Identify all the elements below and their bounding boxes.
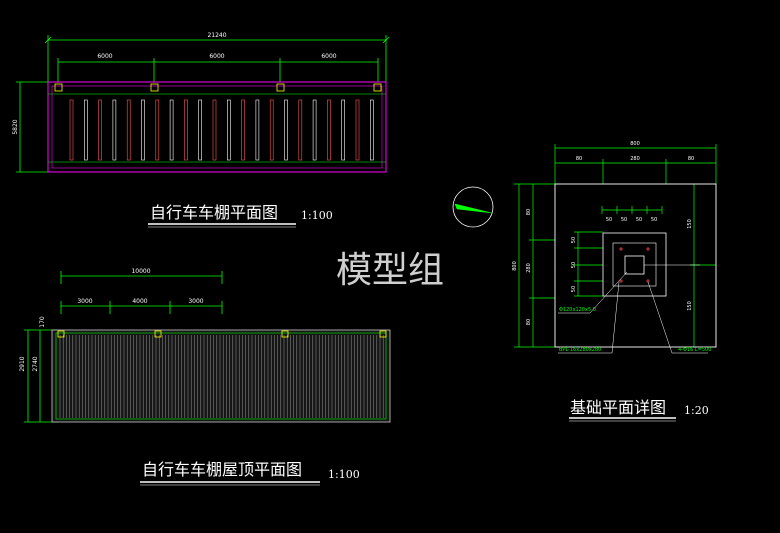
foundation-dim-inner-1: 50 — [606, 217, 612, 223]
bike-slot — [255, 99, 260, 161]
foundation-dim-anchor-2: 50 — [571, 262, 577, 268]
roof-dim-total: 10000 — [131, 268, 150, 275]
roof-title: 自行车车棚屋顶平面图 — [142, 460, 302, 479]
plan-dim-depth: 5820 — [12, 119, 19, 134]
roof-dim-bay-2: 4000 — [132, 298, 147, 305]
roof-dim-bay-3: 3000 — [188, 298, 203, 305]
bike-slots — [69, 99, 374, 161]
bike-slot — [84, 99, 88, 161]
foundation-detail: 800 80 280 80 50 50 50 50 80 280 80 800 … — [512, 141, 717, 422]
bike-shed-roof-plan: 10000 3000 4000 3000 170 2740 2910 自行车车棚… — [19, 268, 391, 486]
bike-slot — [227, 99, 231, 161]
label-steel-tube: Φ120x120x5.0 — [559, 307, 596, 313]
bike-slot — [327, 99, 331, 161]
foundation-dim-anchor-3: 50 — [571, 286, 577, 292]
foundation-dim-left-total: 800 — [512, 261, 518, 271]
plan-dim-bay-1: 6000 — [97, 53, 112, 60]
foundation-dim-top-1: 80 — [576, 156, 582, 162]
bike-slot — [112, 99, 117, 161]
foundation-scale: 1:20 — [684, 404, 709, 417]
foundation-dim-left-2: 280 — [526, 263, 532, 273]
plan-title: 自行车车棚平面图 — [150, 203, 278, 222]
bike-slot — [212, 99, 217, 161]
bike-slot — [141, 99, 145, 161]
foundation-dim-inner-4: 50 — [651, 217, 657, 223]
bike-slot — [184, 99, 188, 161]
bike-slot — [298, 99, 303, 161]
plan-dim-total: 21240 — [207, 32, 226, 39]
plan-scale: 1:100 — [301, 209, 333, 222]
foundation-dim-inner-3: 50 — [636, 217, 642, 223]
bike-slot — [169, 99, 174, 161]
foundation-dim-inner-2: 50 — [621, 217, 627, 223]
bike-slot — [198, 99, 202, 161]
foundation-dim-total: 800 — [630, 141, 640, 147]
roof-dim-depth: 2910 — [19, 356, 26, 371]
label-anchor-bolts: 4-Φ16 L=500 — [678, 347, 711, 353]
foundation-dim-left-3: 80 — [526, 319, 532, 325]
roof-scale: 1:100 — [328, 468, 360, 481]
foundation-dim-top-2: 280 — [630, 156, 640, 162]
roof-dim-inner: 2740 — [32, 356, 39, 371]
foundation-dim-right-1: 150 — [687, 219, 693, 229]
bike-slot — [126, 99, 131, 161]
watermark-text: 模型组 — [336, 250, 444, 291]
bike-slot — [155, 99, 160, 161]
bike-slot — [369, 99, 374, 161]
label-base-plate: BPL-16x280x280 — [559, 347, 601, 353]
bike-slot — [312, 99, 317, 161]
foundation-dim-left-1: 80 — [526, 209, 532, 215]
bike-slot — [341, 99, 346, 161]
plan-dim-bay-2: 6000 — [209, 53, 224, 60]
north-arrow-icon — [452, 186, 494, 228]
roof-dim-bay-1: 3000 — [77, 298, 92, 305]
bike-slot — [284, 99, 288, 161]
foundation-title: 基础平面详图 — [570, 398, 666, 417]
roof-dim-top: 170 — [39, 316, 46, 328]
roof-ribs — [59, 335, 384, 418]
bike-slot — [98, 99, 102, 161]
foundation-dim-right-2: 150 — [687, 301, 693, 311]
foundation-dim-top-3: 80 — [688, 156, 694, 162]
foundation-dim-anchor-1: 50 — [571, 237, 577, 243]
bike-shed-plan: 21240 6000 6000 6000 5820 自行车车棚平面图 1:100 — [12, 32, 390, 228]
plan-dim-bay-3: 6000 — [321, 53, 336, 60]
bike-slot — [69, 99, 74, 161]
bike-slot — [355, 99, 360, 161]
bike-slot — [241, 99, 245, 161]
bike-slot — [269, 99, 274, 161]
